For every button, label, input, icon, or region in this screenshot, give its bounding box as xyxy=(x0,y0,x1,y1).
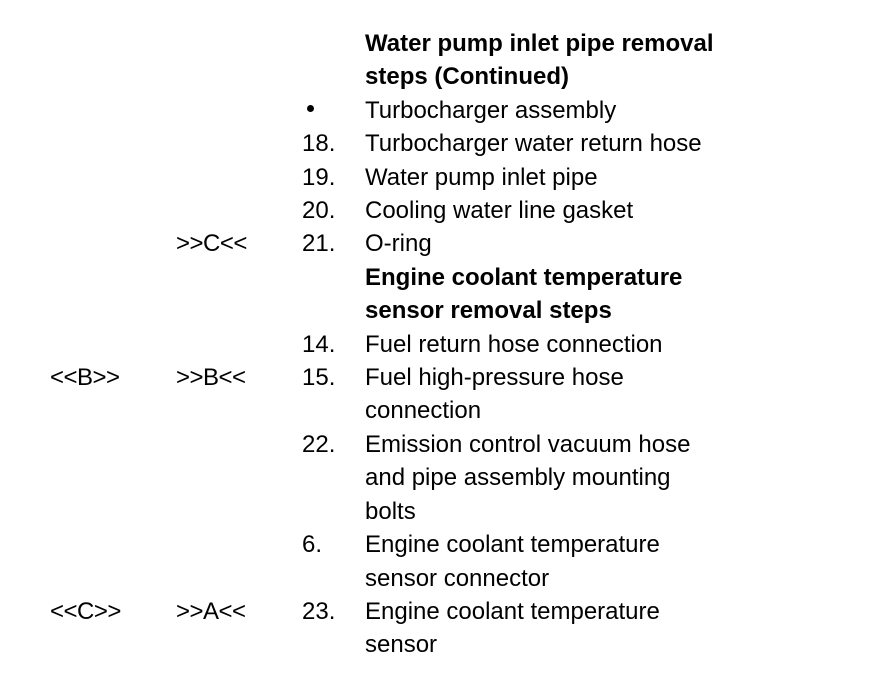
description-line: bolts xyxy=(365,497,416,525)
installation-note-marker: >>C<< xyxy=(176,230,247,258)
step-number: 21. xyxy=(302,230,336,258)
step-description: Fuel return hose connection xyxy=(365,328,865,361)
step-description: Turbocharger assembly xyxy=(365,94,865,127)
step-number: 19. xyxy=(302,163,336,191)
description-line: Engine coolant temperature xyxy=(365,263,683,291)
description-line: Turbocharger water return hose xyxy=(365,130,702,158)
step-number: 6. xyxy=(302,531,323,559)
step-description: Engine coolant temperature sensor connect… xyxy=(365,528,865,595)
section-heading-text: Water pump inlet pipe removal steps (Cont… xyxy=(365,27,865,94)
bullet-dot-icon xyxy=(307,104,314,112)
description-line: connection xyxy=(365,397,482,425)
step-description: Cooling water line gasket xyxy=(365,194,865,227)
section-heading: Water pump inlet pipe removal steps (Cont… xyxy=(0,27,880,94)
section-heading: Engine coolant temperature sensor removal… xyxy=(0,261,880,328)
description-line: Turbocharger assembly xyxy=(365,96,617,124)
step-row: 18. Turbocharger water return hose xyxy=(0,127,880,160)
description-line: Fuel return hose connection xyxy=(365,330,663,358)
step-row: 20. Cooling water line gasket xyxy=(0,194,880,227)
description-line: sensor xyxy=(365,631,438,659)
description-line: Engine coolant temperature xyxy=(365,531,660,559)
description-line: steps (Continued) xyxy=(365,63,569,91)
removal-note-marker: <<C>> xyxy=(50,597,121,625)
step-row: <<C>> >>A<< 23. Engine coolant temperature s… xyxy=(0,595,880,662)
installation-note-marker: >>B<< xyxy=(176,364,246,392)
step-number: 23. xyxy=(302,597,336,625)
description-line: and pipe assembly mounting xyxy=(365,464,671,492)
step-description: Turbocharger water return hose xyxy=(365,127,865,160)
step-row: 6. Engine coolant temperature sensor conne… xyxy=(0,528,880,595)
step-number: 14. xyxy=(302,330,336,358)
step-description: Engine coolant temperature sensor xyxy=(365,595,865,662)
description-line: Engine coolant temperature xyxy=(365,597,660,625)
description-line: Emission control vacuum hose xyxy=(365,430,691,458)
description-line: sensor removal steps xyxy=(365,297,612,325)
step-number: 22. xyxy=(302,430,336,458)
step-row: >>C<< 21. O-ring xyxy=(0,227,880,260)
description-line: sensor connector xyxy=(365,564,550,592)
step-description: Water pump inlet pipe xyxy=(365,161,865,194)
removal-note-marker: <<B>> xyxy=(50,364,120,392)
step-description: Emission control vacuum hose and pipe ass… xyxy=(365,428,865,528)
step-description: Fuel high-pressure hose connection xyxy=(365,361,865,428)
step-number: 18. xyxy=(302,130,336,158)
description-line: Cooling water line gasket xyxy=(365,197,634,225)
step-row: Turbocharger assembly xyxy=(0,94,880,127)
description-line: Water pump inlet pipe removal xyxy=(365,30,714,57)
step-number: 15. xyxy=(302,364,336,392)
step-number: 20. xyxy=(302,197,336,225)
step-row: 19. Water pump inlet pipe xyxy=(0,161,880,194)
installation-note-marker: >>A<< xyxy=(176,597,246,625)
removal-steps-table: Water pump inlet pipe removal steps (Cont… xyxy=(0,27,880,662)
description-line: Fuel high-pressure hose xyxy=(365,364,624,392)
step-row: <<B>> >>B<< 15. Fuel high-pressure hose conn… xyxy=(0,361,880,428)
step-description: O-ring xyxy=(365,227,865,260)
section-heading-text: Engine coolant temperature sensor removal… xyxy=(365,261,865,328)
bullet-icon xyxy=(302,94,314,127)
description-line: O-ring xyxy=(365,230,432,258)
step-row: 14. Fuel return hose connection xyxy=(0,328,880,361)
step-row: 22. Emission control vacuum hose and pipe … xyxy=(0,428,880,528)
description-line: Water pump inlet pipe xyxy=(365,163,598,191)
